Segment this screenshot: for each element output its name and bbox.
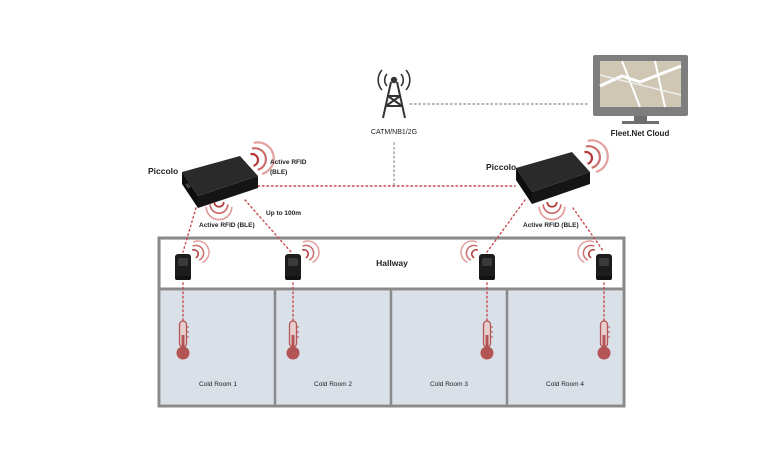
cloud-label: Fleet.Net Cloud bbox=[611, 129, 670, 138]
ble-tag-icon-2 bbox=[285, 254, 301, 280]
rfid-right-label: Active RFID (BLE) bbox=[523, 222, 579, 229]
cold-room-4-label: Cold Room 4 bbox=[546, 381, 584, 388]
network-label: CATM/NB1/2G bbox=[371, 129, 417, 136]
links bbox=[182, 103, 605, 323]
piccolo-gateway-icon-right bbox=[516, 152, 590, 204]
monitor-map-icon bbox=[593, 55, 688, 124]
piccolo-right-label: Piccolo bbox=[486, 162, 516, 172]
piccolo-left-label: Piccolo bbox=[148, 166, 178, 176]
cold-room-2-label: Cold Room 2 bbox=[314, 381, 352, 388]
rfid-top-label-line2: (BLE) bbox=[270, 169, 287, 176]
ble-tag-icon-1 bbox=[175, 254, 191, 280]
left-gateway-to-tag-2 bbox=[244, 199, 292, 253]
ble-tag-icon-3 bbox=[479, 254, 495, 280]
rfid-top-label-line1: Active RFID bbox=[270, 159, 307, 166]
rfid-left-label: Active RFID (BLE) bbox=[199, 222, 255, 229]
left-gateway-to-tag-1 bbox=[182, 207, 197, 253]
right-gateway-to-tag-3 bbox=[486, 199, 526, 253]
hallway bbox=[161, 240, 622, 289]
signal-waves-icon-right-gw-bottom bbox=[538, 201, 566, 221]
cold-room-3-label: Cold Room 3 bbox=[430, 381, 468, 388]
cold-room-1-label: Cold Room 1 bbox=[199, 381, 237, 388]
range-label: Up to 100m bbox=[266, 210, 301, 217]
radio-tower-icon bbox=[377, 69, 411, 119]
building: Hallway Cold Room 1 Cold Room 2 Cold Roo… bbox=[157, 236, 626, 408]
piccolo-gateway-icon-left bbox=[182, 156, 258, 208]
signal-waves-icon-left-gw-bottom bbox=[205, 201, 233, 221]
right-gateway-to-tag-4 bbox=[572, 207, 605, 253]
ble-tag-icon-4 bbox=[596, 254, 612, 280]
hallway-label: Hallway bbox=[376, 258, 408, 268]
